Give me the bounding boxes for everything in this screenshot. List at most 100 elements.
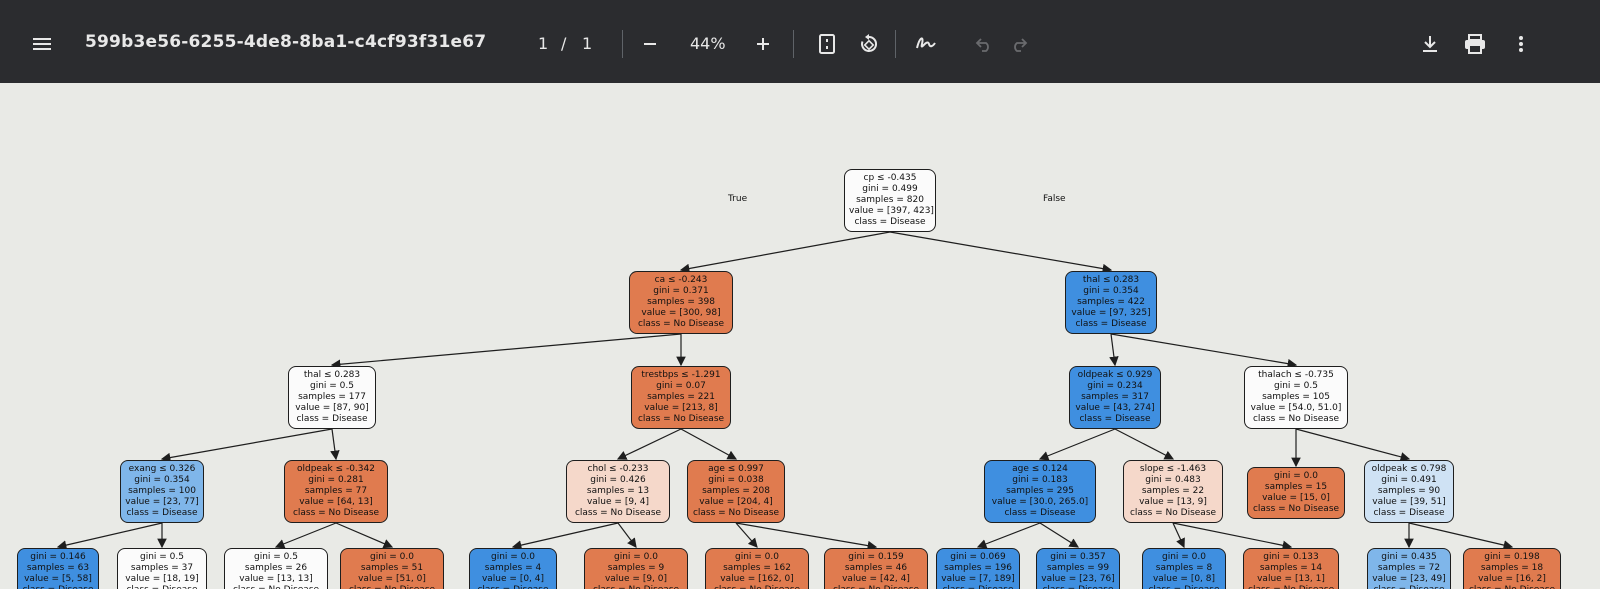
tree-node-line: class = Disease — [122, 585, 202, 589]
tree-node-line: gini = 0.435 — [1381, 552, 1437, 562]
tree-node-line: value = [87, 90] — [295, 403, 369, 413]
tree-node-line: value = [5, 58] — [24, 574, 92, 584]
page-current[interactable]: 1 — [538, 34, 549, 53]
tree-node-line: chol ≤ -0.233 — [587, 464, 649, 474]
tree-node-line: gini = 0.5 — [1274, 381, 1318, 391]
menu-icon[interactable] — [26, 28, 58, 60]
tree-node-line: value = [162, 0] — [720, 574, 794, 584]
tree-node-line: samples = 317 — [1081, 392, 1149, 402]
tree-node-line: samples = 37 — [130, 563, 194, 573]
fit-page-icon[interactable] — [811, 28, 843, 60]
tree-node-line: gini = 0.159 — [848, 552, 904, 562]
tree-node-line: class = Disease — [296, 414, 368, 424]
tree-node-line: class = Disease — [1372, 585, 1446, 589]
tree-node-line: samples = 14 — [1259, 563, 1323, 573]
tree-node-line: gini = 0.0 — [614, 552, 658, 562]
zoom-in-icon[interactable] — [747, 28, 779, 60]
divider — [895, 30, 896, 58]
download-icon[interactable] — [1414, 28, 1446, 60]
document-title: 599b3e56-6255-4de8-8ba1-c4cf93f31e67 — [85, 32, 487, 52]
annotate-icon[interactable] — [910, 28, 942, 60]
undo-icon[interactable] — [968, 28, 1000, 60]
tree-node-line: value = [54.0, 51.0] — [1250, 403, 1342, 413]
tree-node-line: class = Disease — [22, 585, 94, 589]
zoom-out-icon[interactable] — [634, 28, 666, 60]
tree-node-line: value = [64, 13] — [299, 497, 373, 507]
tree-node-line: gini = 0.354 — [134, 475, 190, 485]
tree-node-line: samples = 8 — [1155, 563, 1213, 573]
tree-node-line: gini = 0.354 — [1083, 286, 1139, 296]
tree-edge — [1039, 522, 1080, 548]
tree-node-line: gini = 0.0 — [735, 552, 779, 562]
tree-node-line: samples = 90 — [1377, 486, 1441, 496]
zoom-level[interactable]: 44% — [690, 34, 726, 53]
tree-edge — [735, 522, 878, 551]
tree-edge — [680, 428, 738, 460]
more-icon[interactable] — [1505, 28, 1537, 60]
tree-node-line: gini = 0.0 — [370, 552, 414, 562]
tree-node-line: samples = 63 — [26, 563, 90, 573]
tree-node-line: samples = 9 — [607, 563, 665, 573]
tree-node-line: value = [16, 2] — [1478, 574, 1546, 584]
tree-node-line: class = Disease — [1079, 414, 1151, 424]
tree-edge — [1172, 522, 1185, 549]
divider — [793, 30, 794, 58]
tree-edge — [1408, 522, 1514, 550]
tree-node-line: samples = 18 — [1480, 563, 1544, 573]
tree-edge — [1038, 428, 1116, 461]
print-icon[interactable] — [1459, 28, 1491, 60]
tree-node-line: class = Disease — [941, 585, 1015, 589]
tree-node-line: value = [0, 8] — [1152, 574, 1216, 584]
tree-node-line: gini = 0.069 — [950, 552, 1006, 562]
edge-label-false: False — [1043, 194, 1066, 204]
tree-edge — [330, 428, 340, 461]
tree-node-line: value = [23, 77] — [125, 497, 199, 507]
redo-icon[interactable] — [1003, 28, 1035, 60]
tree-node-line: gini = 0.281 — [308, 475, 364, 485]
tree-node-line: samples = 398 — [647, 297, 715, 307]
tree-node-line: value = [43, 274] — [1075, 403, 1155, 413]
rotate-icon[interactable] — [853, 28, 885, 60]
tree-node-line: class = No Disease — [1468, 585, 1556, 589]
tree-node-line: value = [13, 1] — [1257, 574, 1325, 584]
tree-node-line: value = [23, 76] — [1041, 574, 1115, 584]
tree-node-line: class = No Disease — [710, 585, 804, 589]
tree-node-line: samples = 422 — [1077, 297, 1145, 307]
tree-node-line: value = [213, 8] — [644, 403, 718, 413]
tree-node-line: gini = 0.426 — [590, 475, 646, 485]
tree-node-line: samples = 22 — [1141, 486, 1205, 496]
tree-edge — [976, 522, 1041, 549]
tree-node-line: age ≤ 0.124 — [1012, 464, 1068, 474]
tree-node-line: trestbps ≤ -1.291 — [641, 370, 721, 380]
tree-node-line: class = No Disease — [292, 508, 380, 518]
tree-node-line: value = [7, 189] — [941, 574, 1015, 584]
edge-label-true: True — [728, 194, 748, 204]
tree-node-line: value = [51, 0] — [358, 574, 426, 584]
tree-node-line: samples = 15 — [1264, 482, 1328, 492]
tree-edge — [335, 522, 394, 549]
tree-node-line: samples = 26 — [244, 563, 308, 573]
tree-node-line: value = [0, 4] — [481, 574, 545, 584]
tree-node-line: value = [13, 9] — [1139, 497, 1207, 507]
tree-node-line: value = [204, 4] — [699, 497, 773, 507]
tree-node-line: samples = 100 — [128, 486, 196, 496]
tree-node-line: gini = 0.133 — [1263, 552, 1319, 562]
tree-edge — [274, 522, 337, 549]
tree-edge — [616, 428, 682, 460]
tree-node-line: value = [18, 19] — [125, 574, 199, 584]
tree-node-line: samples = 13 — [586, 486, 650, 496]
